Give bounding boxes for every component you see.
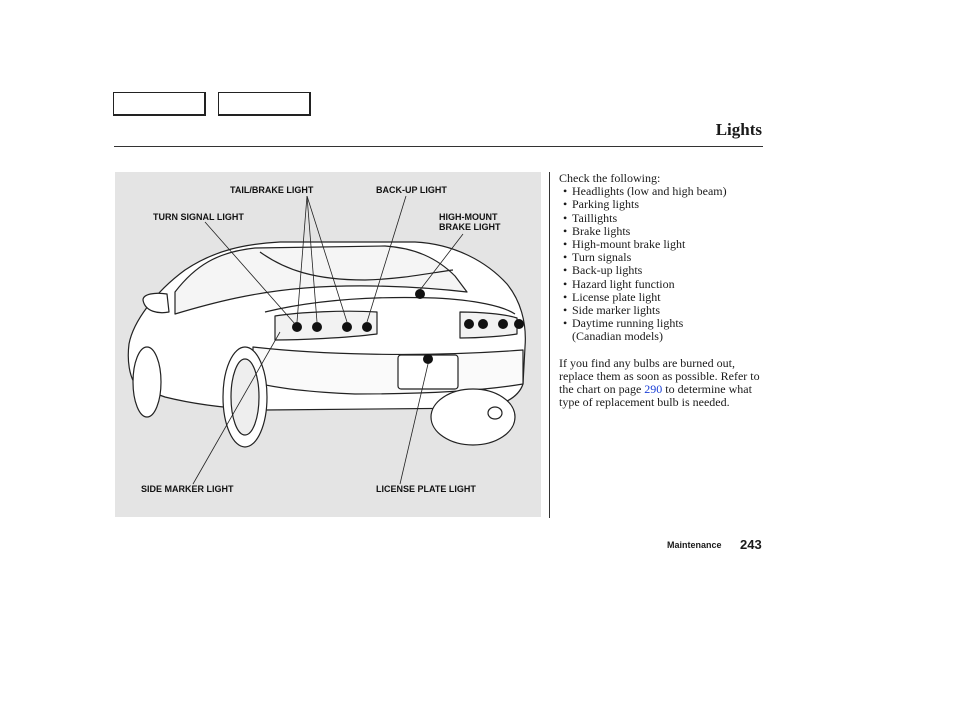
list-item: License plate light xyxy=(559,290,769,304)
column-divider xyxy=(549,172,550,518)
list-item-sub: (Canadian models) xyxy=(572,329,663,344)
intro-text: Check the following: xyxy=(559,171,661,185)
list-item: Turn signals xyxy=(559,251,769,265)
nav-button-previous[interactable] xyxy=(113,92,206,116)
callout-high-mount-line-2: BRAKE LIGHT xyxy=(439,222,501,232)
checklist-text: Check the following: Headlights (low and… xyxy=(559,171,769,410)
callout-high-mount-line-1: HIGH-MOUNT xyxy=(439,212,498,222)
car-lights-figure: TAIL/BRAKE LIGHT BACK-UP LIGHT TURN SIGN… xyxy=(115,172,541,517)
callout-tail-brake-light: TAIL/BRAKE LIGHT xyxy=(230,185,314,195)
page-link[interactable]: 290 xyxy=(644,382,663,397)
callout-back-up-light: BACK-UP LIGHT xyxy=(376,185,447,195)
list-item-label: Daytime running lights xyxy=(572,316,684,331)
list-item: Taillights xyxy=(559,211,769,225)
header-rule xyxy=(114,146,763,147)
check-list: Headlights (low and high beam) Parking l… xyxy=(559,185,769,344)
paragraph-text: If you find any bulbs are burned out, re… xyxy=(559,355,760,397)
replacement-paragraph: If you find any bulbs are burned out, re… xyxy=(559,355,769,410)
car-rear-illustration xyxy=(127,195,526,485)
list-item: Hazard light function xyxy=(559,277,769,291)
list-item: Side marker lights xyxy=(559,303,769,317)
page-number: 243 xyxy=(740,537,762,552)
page-title: Lights xyxy=(715,120,762,139)
list-item: Brake lights xyxy=(559,224,769,238)
list-item: Parking lights xyxy=(559,198,769,212)
list-item: High-mount brake light xyxy=(559,237,769,251)
list-item: Back-up lights xyxy=(559,264,769,278)
callout-turn-signal-light: TURN SIGNAL LIGHT xyxy=(153,212,244,222)
nav-button-next[interactable] xyxy=(218,92,311,116)
list-item: Daytime running lights(Canadian models) xyxy=(559,316,769,344)
list-item: Headlights (low and high beam) xyxy=(559,185,769,199)
callout-side-marker-light: SIDE MARKER LIGHT xyxy=(141,484,234,494)
paragraph-text-end: to determine what type of replacement bu… xyxy=(559,382,752,410)
callout-license-plate-light: LICENSE PLATE LIGHT xyxy=(376,484,476,494)
section-label: Maintenance xyxy=(667,540,722,550)
